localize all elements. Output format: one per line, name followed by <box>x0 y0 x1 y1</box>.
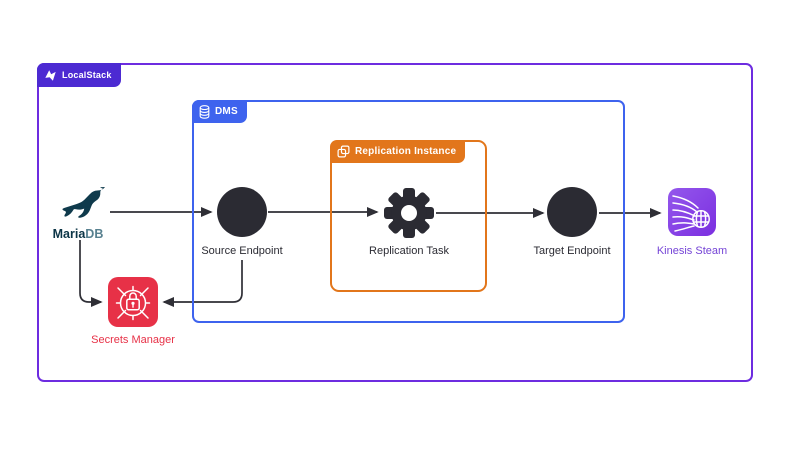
mariadb-label: MariaDB <box>53 227 104 241</box>
localstack-logo-icon <box>45 69 56 81</box>
arrow-source-to-secrets <box>162 260 243 308</box>
source-endpoint-node <box>217 187 267 237</box>
kinesis-stream-label: Kinesis Steam <box>656 245 728 257</box>
target-endpoint-node <box>547 187 597 237</box>
mariadb-label-part2: DB <box>85 227 104 241</box>
mariadb-label-part1: Maria <box>52 227 86 241</box>
arrow-mariadb-to-secrets <box>79 240 103 308</box>
replication-instance-badge-label: Replication Instance <box>355 146 457 157</box>
secrets-manager-lock-icon <box>108 277 158 327</box>
database-icon <box>199 104 210 119</box>
secrets-manager-label: Secrets Manager <box>91 334 175 346</box>
localstack-badge: LocalStack <box>37 63 121 87</box>
dms-badge: DMS <box>192 100 247 123</box>
kinesis-stream-icon <box>668 188 716 236</box>
mariadb-seal-icon <box>62 187 105 218</box>
replication-instance-container: Replication Instance <box>330 140 487 292</box>
localstack-container: LocalStack <box>37 63 753 382</box>
dms-container: DMS <box>192 100 625 323</box>
replication-instance-badge: Replication Instance <box>330 140 466 163</box>
copy-icon <box>337 145 350 158</box>
replication-task-label: Replication Task <box>369 245 449 257</box>
localstack-badge-label: LocalStack <box>62 70 112 80</box>
target-endpoint-label: Target Endpoint <box>533 245 611 257</box>
source-endpoint-label: Source Endpoint <box>201 245 283 257</box>
dms-badge-label: DMS <box>215 106 238 117</box>
gear-icon <box>384 188 434 238</box>
